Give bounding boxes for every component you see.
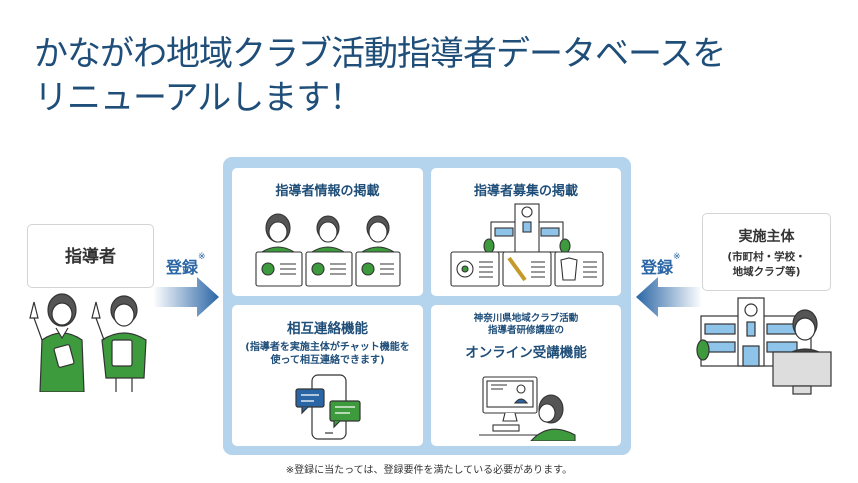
footnote: ※登録に当たっては、登録要件を満たしている必要があります。 [285,465,573,476]
feature-title: 指導者募集の掲載 [473,184,578,199]
register-text: 登録 [166,258,199,277]
feature-pre-line1: 神奈川県地域クラブ活動 [473,313,579,324]
feature-panel-online-course: 神奈川県地域クラブ活動 指導者研修講座の オンライン受講機能 [431,305,621,446]
school-recruitment-icon [450,203,604,287]
organizer-box: 実施主体 (市町村・学校・ 地域クラブ等) [702,213,831,291]
features-frame: 指導者情報の掲載 [223,157,631,455]
feature-panel-mutual-contact: 相互連絡機能 (指導者を実施主体がチャット機能を 使って相互連絡できます) [232,305,423,446]
organizer-label: 実施主体 [738,229,795,245]
arrow-right-icon [153,277,219,317]
note-mark: ※ [673,252,681,262]
page-title-line2: リニューアルします！ [34,78,363,118]
feature-title: 指導者情報の掲載 [275,184,380,199]
smartphone-chat-icon [295,374,361,440]
school-staff-illustration-icon [696,297,832,395]
register-text: 登録 [641,258,674,277]
feature-panel-recruitment: 指導者募集の掲載 [431,168,621,296]
feature-title: オンライン受講機能 [465,345,587,361]
feature-desc-line2: 使って相互連絡できます) [270,355,385,366]
instructor-box: 指導者 [27,224,154,288]
register-label-left: 登録※ [166,252,206,278]
instructors-illustration-icon [29,293,147,392]
feature-desc-line1: (指導者を実施主体がチャット機能を [245,342,410,353]
organizer-sub-line2: 地域クラブ等) [732,266,801,278]
feature-panel-instructor-info: 指導者情報の掲載 [232,168,423,296]
instructor-profile-cards-icon [255,213,401,287]
instructor-label: 指導者 [65,247,116,267]
feature-title: 相互連絡機能 [287,321,368,337]
page-title-line1: かながわ地域クラブ活動指導者データベースを [34,34,726,74]
note-mark: ※ [198,252,206,262]
feature-pre-line2: 指導者研修講座の [487,325,564,336]
page-title: かながわ地域クラブ活動指導者データベースを リニューアルします！ [34,32,834,120]
organizer-sub-line1: (市町村・学校・ [727,251,806,263]
arrow-left-icon [636,277,702,317]
register-label-right: 登録※ [641,252,681,278]
online-course-icon [479,376,576,441]
